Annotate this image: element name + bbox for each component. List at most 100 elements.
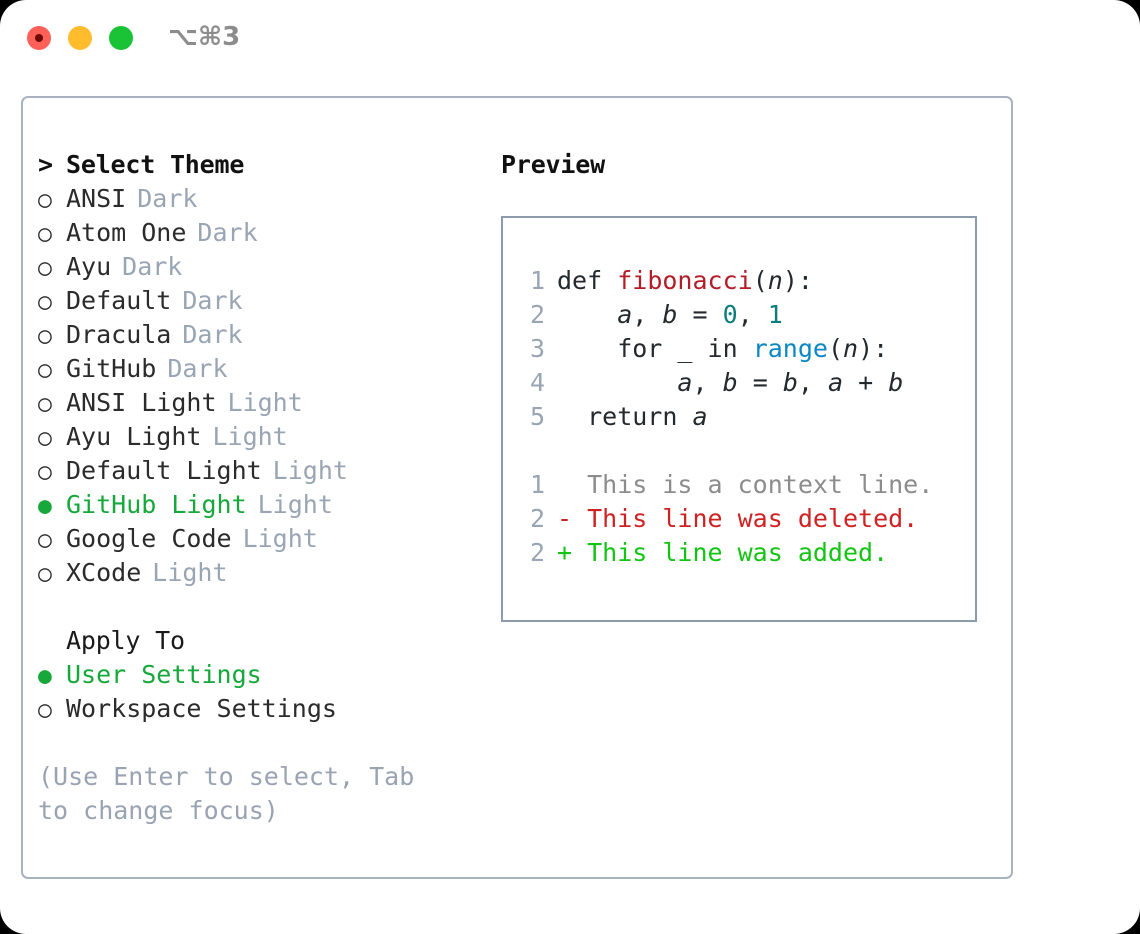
close-window-button[interactable] bbox=[27, 26, 51, 50]
theme-list-item[interactable]: ○ ANSI Light Light bbox=[38, 388, 488, 422]
apply-to-options: ●User Settings○Workspace Settings bbox=[38, 660, 488, 728]
radio-unselected-icon: ○ bbox=[38, 561, 52, 587]
code-token-num: 1 bbox=[767, 300, 783, 329]
theme-variant-tag: Dark bbox=[137, 184, 198, 213]
radio-unselected-icon: ○ bbox=[38, 459, 52, 485]
radio-unselected-icon: ○ bbox=[38, 425, 52, 451]
title-bar: ⌥⌘3 bbox=[0, 0, 1140, 78]
code-line-number: 2 bbox=[529, 300, 545, 329]
code-token-var: a bbox=[827, 368, 844, 397]
theme-variant-tag: Light bbox=[257, 490, 333, 519]
theme-list-item[interactable]: ○ ANSI Dark bbox=[38, 184, 488, 218]
code-token-fn: fibonacci bbox=[617, 266, 753, 295]
code-line-content: def fibonacci(n): bbox=[557, 266, 813, 295]
prompt-caret-icon: > bbox=[38, 150, 53, 179]
code-diff-separator bbox=[503, 436, 975, 470]
code-token-var: b bbox=[888, 368, 904, 397]
code-token-kw: def bbox=[557, 266, 618, 295]
code-line-number: 5 bbox=[529, 402, 545, 431]
radio-unselected-icon: ○ bbox=[38, 697, 52, 723]
code-token-punct: ): bbox=[858, 334, 889, 363]
theme-list-item[interactable]: ○ Ayu Light Light bbox=[38, 422, 488, 456]
code-token-punct: , bbox=[632, 300, 663, 329]
radio-unselected-icon: ○ bbox=[38, 391, 52, 417]
maximize-window-button[interactable] bbox=[109, 26, 133, 50]
diff-line-text: This line was added. bbox=[587, 538, 889, 567]
theme-name-label: ANSI Light bbox=[66, 388, 217, 417]
traffic-light-group bbox=[27, 26, 133, 50]
theme-variant-tag: Light bbox=[272, 456, 348, 485]
theme-variant-tag: Light bbox=[212, 422, 288, 451]
apply-to-label: Apply To bbox=[66, 626, 185, 655]
theme-variant-tag: Light bbox=[152, 558, 228, 587]
radio-selected-icon: ● bbox=[38, 493, 52, 519]
code-token-var: a bbox=[692, 402, 708, 431]
minimize-window-button[interactable] bbox=[68, 26, 92, 50]
theme-list-item[interactable]: ○ XCode Light bbox=[38, 558, 488, 592]
radio-unselected-icon: ○ bbox=[38, 357, 52, 383]
code-token-call: range bbox=[752, 334, 828, 363]
code-token-punct bbox=[557, 368, 677, 397]
apply-to-option[interactable]: ●User Settings bbox=[38, 660, 488, 694]
diff-line-number: 2 bbox=[529, 504, 545, 533]
radio-unselected-icon: ○ bbox=[38, 187, 52, 213]
theme-picker-header: > Select Theme bbox=[38, 150, 488, 184]
theme-name-label: Default Light bbox=[66, 456, 262, 485]
theme-name-label: ANSI bbox=[66, 184, 127, 213]
code-token-punct: = bbox=[677, 300, 723, 329]
radio-unselected-icon: ○ bbox=[38, 255, 52, 281]
theme-name-label: XCode bbox=[66, 558, 142, 587]
radio-selected-icon: ● bbox=[38, 663, 52, 689]
diff-line-text: This line was deleted. bbox=[587, 504, 919, 533]
theme-variant-tag: Light bbox=[227, 388, 303, 417]
theme-variant-tag: Dark bbox=[122, 252, 183, 281]
code-token-punct: + bbox=[843, 368, 889, 397]
theme-variant-tag: Dark bbox=[197, 218, 258, 247]
code-token-punct bbox=[557, 300, 617, 329]
code-line: 3 for _ in range(n): bbox=[503, 334, 975, 368]
code-line-number: 3 bbox=[529, 334, 545, 363]
code-token-kw: in bbox=[692, 334, 753, 363]
theme-name-label: Ayu Light bbox=[66, 422, 202, 451]
apply-to-option[interactable]: ○Workspace Settings bbox=[38, 694, 488, 728]
code-line: 4 a, b = b, a + b bbox=[503, 368, 975, 402]
diff-line-content: This is a context line. bbox=[557, 470, 933, 499]
radio-unselected-icon: ○ bbox=[38, 221, 52, 247]
code-token-kw: return bbox=[557, 402, 693, 431]
code-line: 2 a, b = 0, 1 bbox=[503, 300, 975, 334]
diff-line-number: 2 bbox=[529, 538, 545, 567]
code-line-number: 4 bbox=[529, 368, 545, 397]
diff-line-content: - This line was deleted. bbox=[557, 504, 918, 533]
theme-list-item[interactable]: ○ Atom One Dark bbox=[38, 218, 488, 252]
theme-name-label: Google Code bbox=[66, 524, 232, 553]
keyboard-shortcut-label: ⌥⌘3 bbox=[168, 22, 241, 52]
code-token-punct: ( bbox=[752, 266, 768, 295]
theme-list-item[interactable]: ○ Default Light Light bbox=[38, 456, 488, 490]
code-token-var: n bbox=[767, 266, 783, 295]
code-token-var: _ bbox=[677, 334, 693, 363]
theme-name-label: GitHub bbox=[66, 354, 157, 383]
diff-line: 2 + This line was added. bbox=[503, 538, 975, 572]
keyboard-hint-text: (Use Enter to select, Tab to change focu… bbox=[38, 762, 415, 825]
diff-line-content: + This line was added. bbox=[557, 538, 888, 567]
diff-marker: + bbox=[557, 538, 588, 567]
diff-line: 1 This is a context line. bbox=[503, 470, 975, 504]
code-token-punct: ): bbox=[782, 266, 813, 295]
code-token-var: b bbox=[782, 368, 798, 397]
code-line-content: a, b = b, a + b bbox=[557, 368, 903, 397]
diff-line-text: This is a context line. bbox=[587, 470, 934, 499]
code-line-content: a, b = 0, 1 bbox=[557, 300, 783, 329]
theme-variant-tag: Light bbox=[242, 524, 318, 553]
theme-variant-tag: Dark bbox=[182, 286, 243, 315]
theme-name-label: Atom One bbox=[66, 218, 187, 247]
